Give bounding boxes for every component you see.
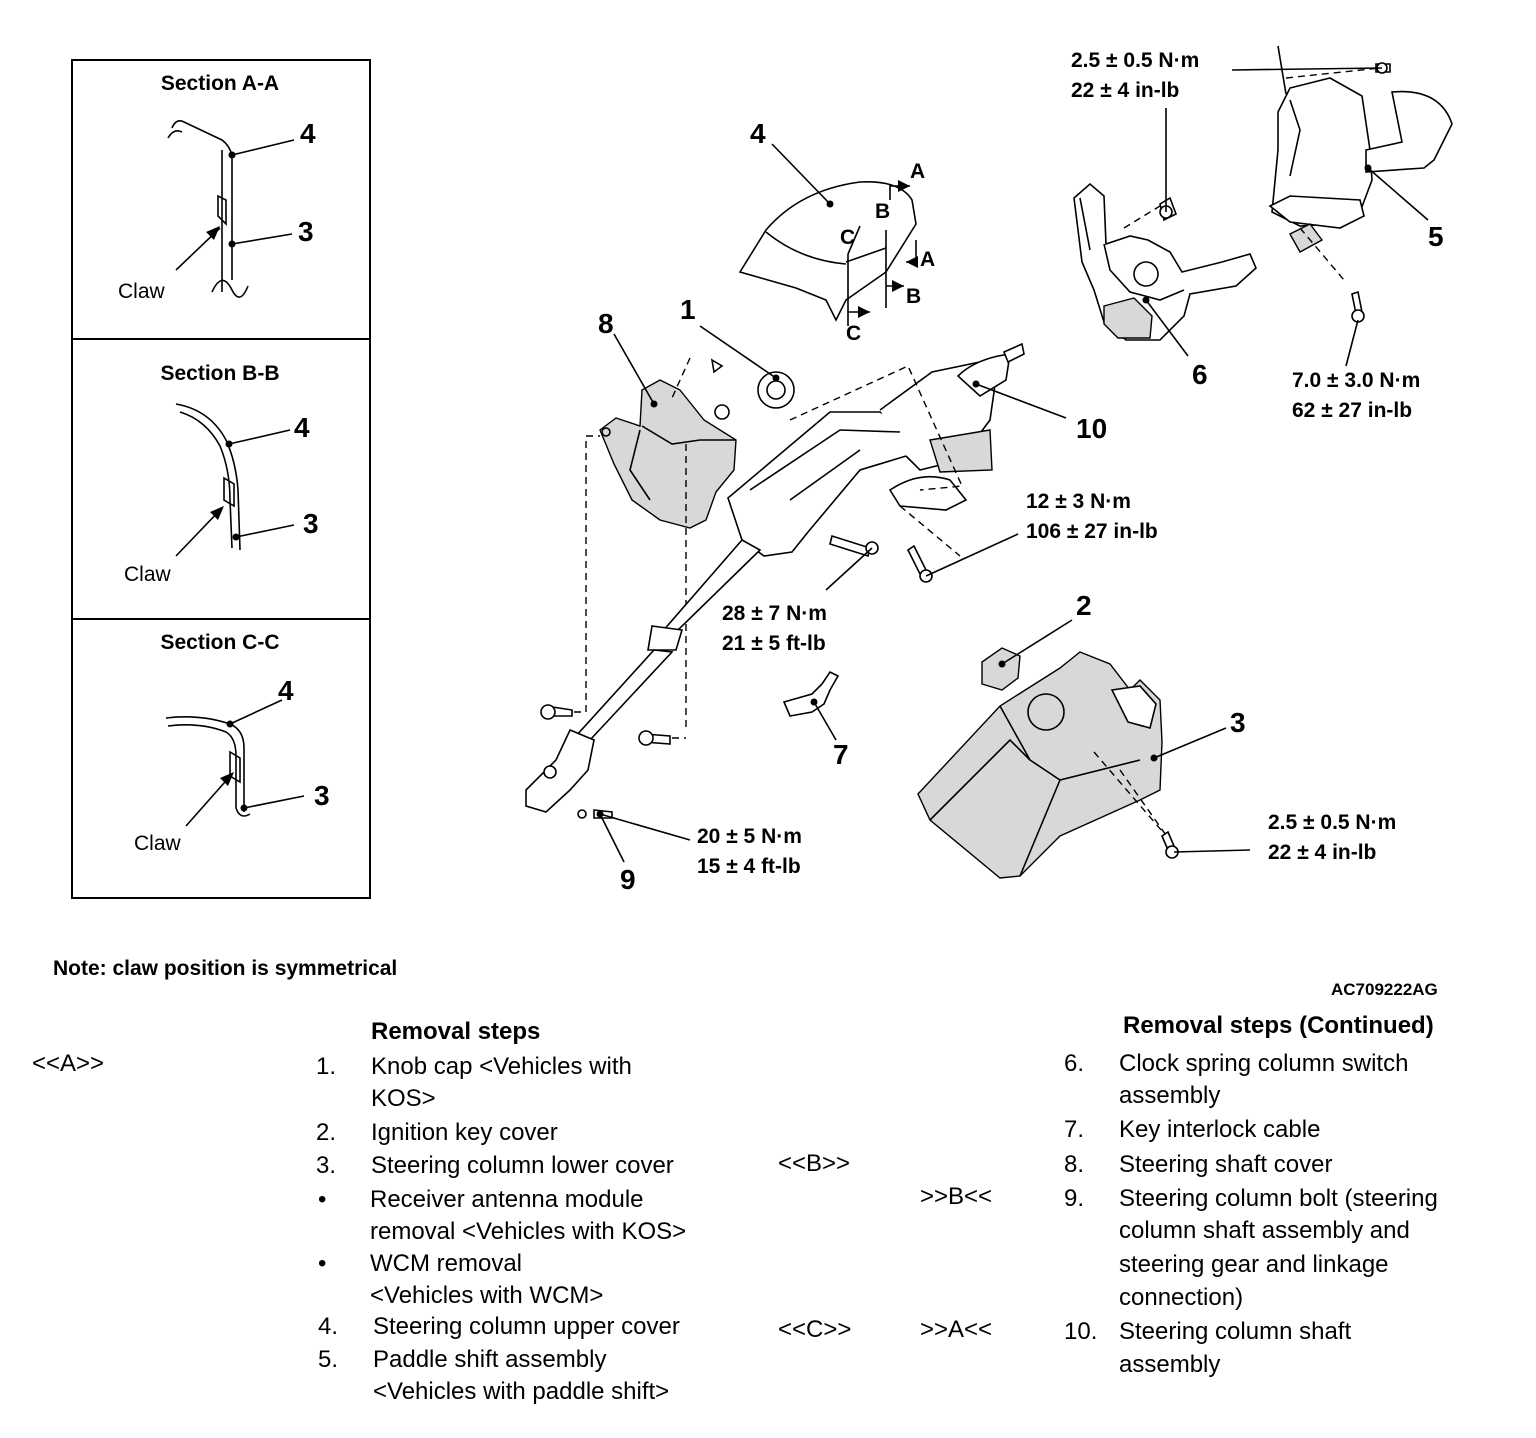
step-text: column shaft assembly and <box>1119 1217 1410 1244</box>
note-mark: <<A>> <box>32 1050 105 1077</box>
section-a-a: Section A-A 4 3 Claw <box>118 72 316 303</box>
section-panel <box>71 59 371 899</box>
torque-clock-spring-imperial: 22 ± 4 in-lb <box>1071 79 1179 102</box>
step-number: 1. <box>316 1053 337 1080</box>
callout-8: 8 <box>598 308 614 339</box>
torque-bolt-imperial: 15 ± 4 ft-lb <box>697 855 801 878</box>
callout-1: 1 <box>680 294 696 325</box>
section-c-c: Section C-C 4 3 Claw <box>134 631 330 855</box>
lower-cover-part: 3 <box>917 651 1251 879</box>
removal-steps-continued-title: Removal steps (Continued) <box>1123 1012 1434 1039</box>
step-text: connection) <box>1119 1284 1244 1311</box>
paddle-shift-part: 5 <box>1231 45 1453 367</box>
claw-label: Claw <box>134 832 182 855</box>
step-number: 4. <box>318 1313 339 1340</box>
step-number: 5. <box>318 1346 339 1373</box>
step-number: 3. <box>316 1152 337 1179</box>
step-text: KOS> <box>371 1085 436 1112</box>
shaft-cover-part: 8 <box>598 308 737 730</box>
step-number: 2. <box>316 1119 337 1146</box>
column-shaft-part: 10 <box>525 342 1107 813</box>
view-arrow-a: A <box>920 248 935 271</box>
exploded-diagram: Section A-A 4 3 Claw Section B-B 4 3 Cla… <box>71 45 1453 899</box>
step-text: removal <Vehicles with KOS> <box>370 1218 687 1245</box>
step-number: 7. <box>1064 1116 1085 1143</box>
torque-column-imperial: 106 ± 27 in-lb <box>1026 520 1158 543</box>
clock-spring-switch-part: 6 <box>1073 108 1257 390</box>
torque-mount-imperial: 21 ± 5 ft-lb <box>722 632 826 655</box>
torque-mount-nm: 28 ± 7 N·m <box>722 602 827 625</box>
section-callout-3: 3 <box>303 508 319 539</box>
step-text: Steering column upper cover <box>373 1313 680 1340</box>
view-arrow-c: C <box>846 322 861 345</box>
step-text: Ignition key cover <box>371 1119 558 1146</box>
note-mark: <<C>> <box>778 1316 852 1343</box>
note-mark: <<B>> <box>778 1150 851 1177</box>
step-text: <Vehicles with WCM> <box>370 1282 604 1309</box>
torque-paddle-nm: 7.0 ± 3.0 N·m <box>1292 369 1420 392</box>
section-callout-3: 3 <box>298 216 314 247</box>
step-text: Knob cap <Vehicles with <box>371 1053 632 1080</box>
torque-column-nm: 12 ± 3 N·m <box>1026 490 1131 513</box>
step-text: Key interlock cable <box>1119 1116 1321 1143</box>
step-text: steering gear and linkage <box>1119 1251 1389 1278</box>
step-text: Receiver antenna module <box>370 1186 644 1213</box>
step-bullet: • <box>318 1250 327 1277</box>
torque-paddle-imperial: 62 ± 27 in-lb <box>1292 399 1412 422</box>
note-text: Note: claw position is symmetrical <box>53 957 398 980</box>
step-number: 8. <box>1064 1151 1085 1178</box>
callout-2: 2 <box>1076 590 1092 621</box>
torque-bolt-nm: 20 ± 5 N·m <box>697 825 802 848</box>
torque-lower-cover-nm: 2.5 ± 0.5 N·m <box>1268 811 1396 834</box>
step-bullet: • <box>318 1186 327 1213</box>
section-title: Section C-C <box>160 631 279 654</box>
step-text: Steering column bolt (steering <box>1119 1185 1438 1212</box>
step-number: 10. <box>1064 1318 1098 1345</box>
ignition-key-cover-part: 2 <box>981 590 1092 691</box>
step-text: Paddle shift assembly <box>373 1346 607 1373</box>
callout-4: 4 <box>750 118 766 149</box>
callout-3: 3 <box>1230 707 1246 738</box>
step-text: assembly <box>1119 1082 1221 1109</box>
interlock-cable-part: 7 <box>782 670 849 770</box>
step-number: 9. <box>1064 1185 1085 1212</box>
step-text: Clock spring column switch <box>1119 1050 1409 1077</box>
claw-label: Claw <box>118 280 166 303</box>
section-title: Section A-A <box>161 72 279 95</box>
claw-label: Claw <box>124 563 172 586</box>
callout-9: 9 <box>620 864 636 895</box>
removal-steps-title: Removal steps <box>371 1018 541 1045</box>
note-mark: >>A<< <box>920 1316 993 1343</box>
step-text: Steering column lower cover <box>371 1152 674 1179</box>
section-callout-4: 4 <box>278 675 294 706</box>
callout-7: 7 <box>833 739 849 770</box>
view-arrow-b: B <box>875 200 890 223</box>
section-b-b: Section B-B 4 3 Claw <box>124 362 319 586</box>
step-text: Steering shaft cover <box>1119 1151 1333 1178</box>
section-callout-3: 3 <box>314 780 330 811</box>
callout-5: 5 <box>1428 221 1444 252</box>
step-text: Steering column shaft <box>1119 1318 1352 1345</box>
torque-clock-spring-nm: 2.5 ± 0.5 N·m <box>1071 49 1199 72</box>
knob-cap-part: 1 <box>680 294 795 409</box>
column-bolt-part: 9 <box>577 809 691 895</box>
step-text: WCM removal <box>370 1250 523 1277</box>
section-callout-4: 4 <box>300 118 316 149</box>
section-title: Section B-B <box>160 362 279 385</box>
note-mark: >>B<< <box>920 1183 993 1210</box>
torque-lower-cover-imperial: 22 ± 4 in-lb <box>1268 841 1376 864</box>
step-number: 6. <box>1064 1050 1085 1077</box>
step-text: <Vehicles with paddle shift> <box>373 1378 670 1405</box>
view-arrow-c: C <box>840 226 855 249</box>
view-arrow-b: B <box>906 285 921 308</box>
callout-6: 6 <box>1192 359 1208 390</box>
section-callout-4: 4 <box>294 412 310 443</box>
callout-10: 10 <box>1076 413 1107 444</box>
step-text: assembly <box>1119 1351 1221 1378</box>
torque-labels: 2.5 ± 0.5 N·m 22 ± 4 in-lb 7.0 ± 3.0 N·m… <box>697 49 1420 878</box>
figure-code: AC709222AG <box>1331 980 1438 999</box>
view-arrow-a: A <box>910 160 925 183</box>
upper-cover-part: 4 A A B B C C <box>738 118 935 345</box>
